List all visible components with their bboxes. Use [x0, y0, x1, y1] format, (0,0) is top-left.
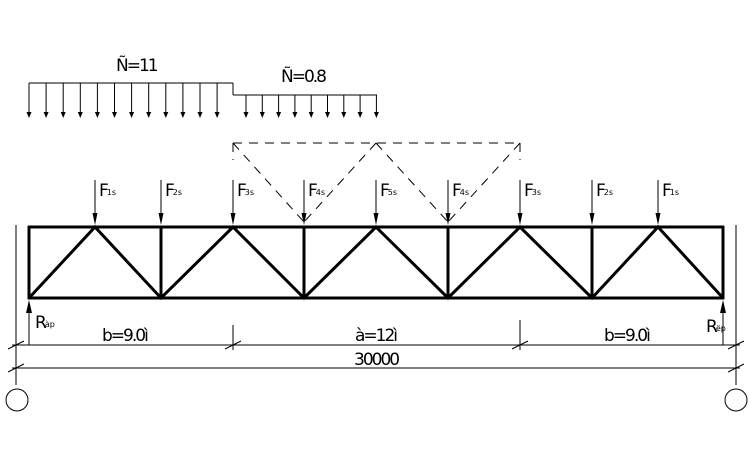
grid-axis-bubble-left [5, 388, 29, 412]
grid-axis-bubble-right [724, 388, 748, 412]
load-arrow [60, 83, 66, 118]
load-arrow [94, 83, 100, 118]
load-arrow [292, 95, 298, 118]
force-arrow [655, 180, 661, 225]
dimension-line-segments [7, 320, 745, 350]
load-arrow [197, 83, 203, 118]
force-arrow [373, 180, 379, 225]
dimension-line-total [7, 363, 745, 373]
force-arrow [158, 180, 164, 225]
load-arrow [243, 95, 249, 118]
reaction-right [720, 300, 726, 345]
force-label: F1s [662, 181, 679, 201]
load-arrow [276, 95, 282, 118]
load-arrow [26, 83, 32, 118]
load-label-left: Ñ=11 [116, 54, 158, 76]
force-label: F4s [452, 181, 469, 201]
load-arrow [180, 83, 186, 118]
reaction-label-left: Ràp [35, 313, 55, 333]
load-arrow [146, 83, 152, 118]
load-arrow [112, 83, 117, 118]
force-arrow [92, 180, 98, 225]
force-label: F1s [99, 181, 116, 201]
force-arrow [589, 180, 595, 225]
force-arrows: F1s F2s F3s F4s F5s F4s F3s F2s F1s [92, 180, 679, 225]
force-arrow [230, 180, 236, 225]
force-label: F2s [596, 181, 613, 201]
web-diagonals [27, 224, 725, 301]
distributed-load-right [233, 94, 379, 118]
influence-line-dashed [232, 142, 521, 223]
dimension-label-total: 30000 [354, 350, 399, 370]
dimension-label-middle: à=12ì [355, 326, 397, 346]
distributed-load-left [26, 82, 234, 118]
dimension-label-left: b=9.0ì [102, 326, 148, 346]
reaction-left [26, 300, 32, 345]
load-arrow [214, 83, 220, 118]
force-arrow [301, 180, 307, 225]
force-label: F2s [165, 181, 182, 201]
force-label: F4s [308, 181, 325, 201]
force-arrow [445, 180, 451, 225]
truss [27, 224, 725, 301]
load-arrow [308, 95, 314, 118]
force-label: F3s [237, 181, 254, 201]
load-arrow [77, 83, 83, 118]
load-arrow [341, 95, 347, 118]
load-arrow [259, 95, 265, 118]
force-arrow [517, 180, 523, 225]
load-arrow [163, 83, 169, 118]
force-label: F5s [380, 181, 397, 201]
load-arrow [43, 83, 49, 118]
load-label-right: Ñ=0.8 [281, 65, 326, 87]
dimension-label-right: b=9.0ì [604, 326, 650, 346]
force-label: F3s [524, 181, 541, 201]
load-arrow [373, 95, 379, 118]
load-arrow [129, 83, 135, 118]
load-arrow [325, 95, 330, 118]
load-arrow [357, 95, 363, 118]
